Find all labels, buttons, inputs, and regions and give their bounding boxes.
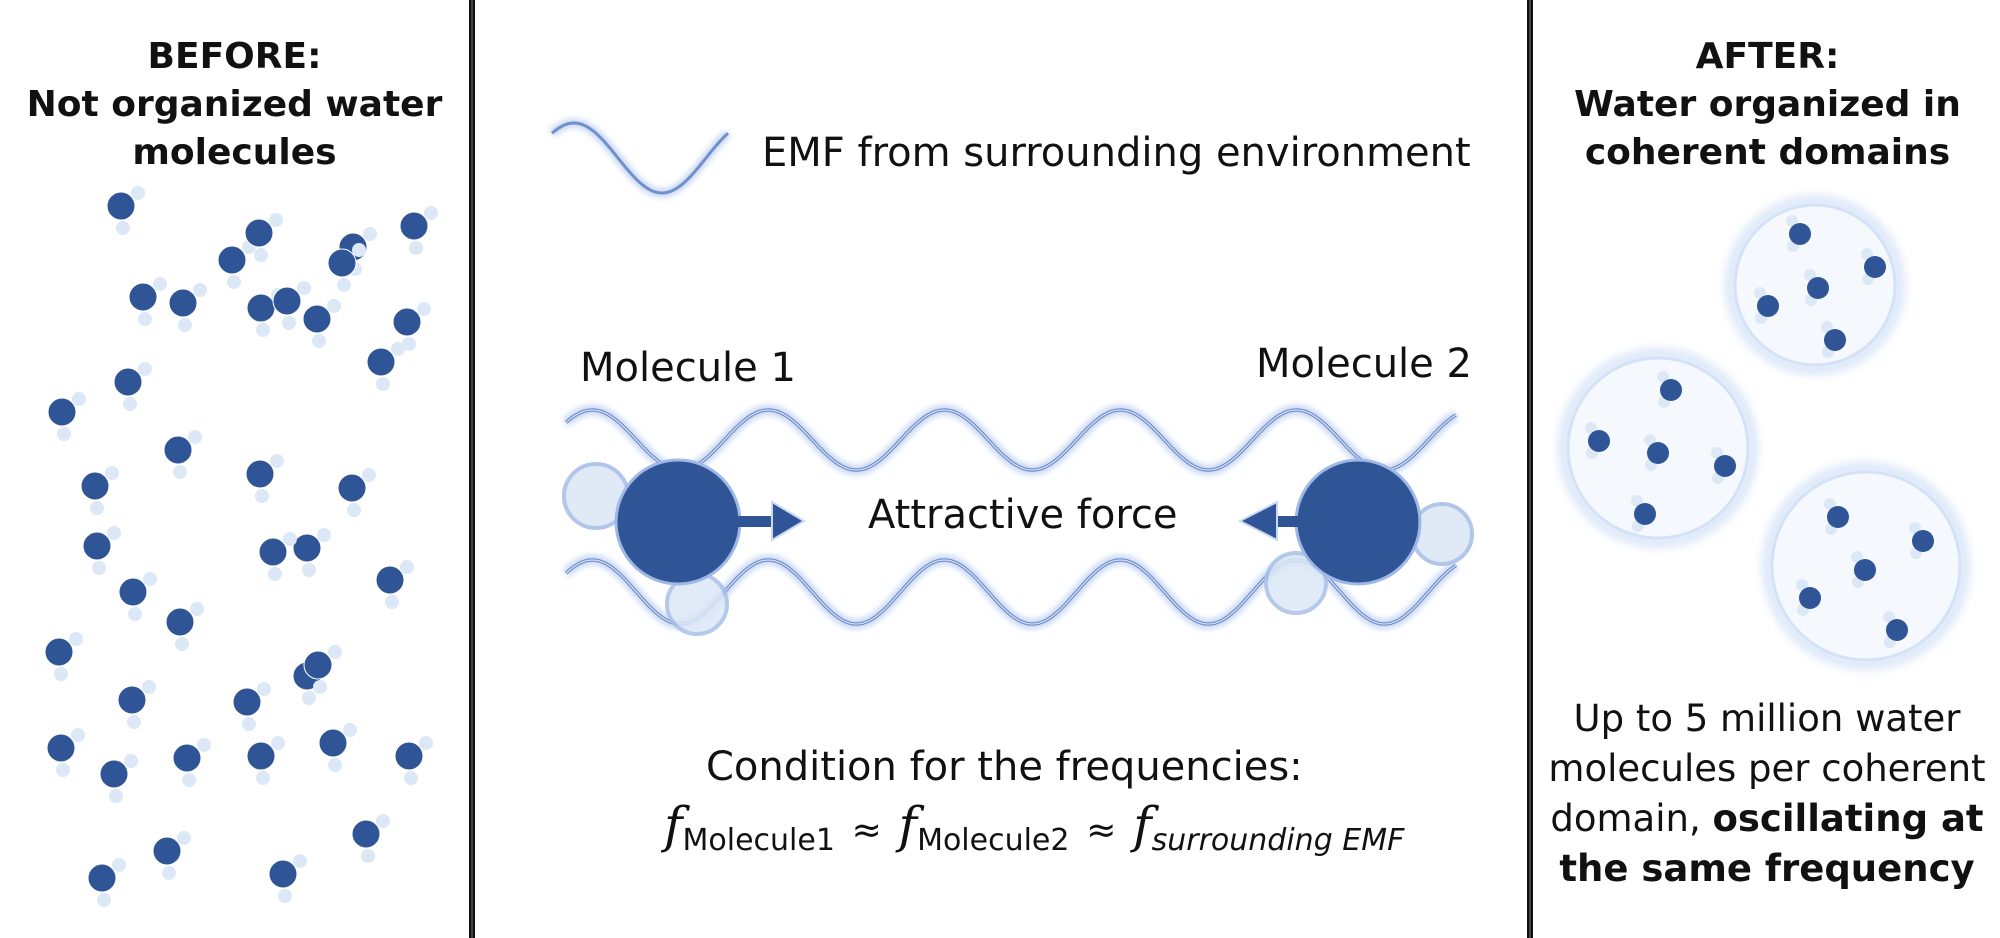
water-molecule: [118, 572, 157, 621]
water-molecule: [292, 528, 331, 577]
water-molecule: [1711, 447, 1736, 484]
formula-symbol-3: f: [1133, 796, 1152, 854]
sine-wave-icon: [548, 118, 732, 198]
formula-sub-molecule2: Molecule2: [917, 823, 1070, 858]
caption-line3: domain, oscillating at: [1537, 794, 1997, 844]
frequency-condition-label: Condition for the frequencies:: [706, 744, 1303, 790]
coherent-domain: [1763, 463, 1969, 669]
caption-line1: Up to 5 million water: [1573, 697, 1961, 740]
water-molecule: [1821, 321, 1846, 358]
before-panel-title: BEFORE: Not organized water molecules: [0, 33, 469, 177]
water-molecule: [303, 645, 342, 694]
water-molecule: [351, 814, 390, 863]
water-molecule: [246, 288, 285, 337]
water-molecule: [128, 277, 167, 326]
water-molecule: [87, 858, 126, 907]
right-panel-divider: [1527, 0, 1533, 938]
formula-sub-molecule1: Molecule1: [682, 823, 835, 858]
water-molecule: [258, 532, 297, 581]
water-molecule: [394, 736, 433, 785]
formula-approx-1: ≈: [851, 810, 882, 851]
water-molecule: [168, 283, 207, 332]
water-molecule: [152, 831, 191, 880]
water-molecule: [217, 240, 256, 289]
after-title-line3: coherent domains: [1584, 132, 1951, 173]
water-molecule: [1786, 215, 1811, 252]
coherent-domain: [1726, 196, 1904, 374]
caption-line2: molecules per coherent: [1548, 747, 1986, 790]
formula-symbol-2: f: [898, 796, 918, 854]
water-molecule: [44, 632, 83, 681]
after-title-line1: AFTER:: [1695, 36, 1840, 77]
water-molecule: [1883, 611, 1908, 648]
molecule-2-graphic: [1237, 458, 1474, 615]
formula-symbol-1: f: [664, 796, 683, 854]
water-molecule: [163, 430, 202, 479]
coherent-domain: [1559, 349, 1757, 547]
water-molecule: [246, 736, 285, 785]
water-molecule: [302, 299, 341, 348]
water-molecule: [1909, 522, 1934, 559]
water-molecule: [399, 206, 438, 255]
water-molecule: [106, 186, 145, 235]
coherent-domains-group: [1559, 196, 1969, 669]
water-molecule: [244, 213, 283, 262]
water-molecule: [232, 682, 271, 731]
water-molecule: [1754, 287, 1779, 324]
water-molecule: [272, 281, 311, 330]
after-panel-title: AFTER: Water organized in coherent domai…: [1535, 33, 2000, 177]
emf-wave-top: [562, 405, 1459, 475]
after-title-line2: Water organized in: [1574, 84, 1961, 125]
caption-line3-normal: domain,: [1550, 797, 1713, 840]
frequency-formula: fMolecule1 ≈ fMolecule2 ≈ fsurrounding E…: [664, 796, 1404, 858]
water-molecule: [80, 466, 119, 515]
molecule-1-label: Molecule 1: [580, 345, 796, 391]
water-molecule: [165, 602, 204, 651]
water-molecule: [392, 302, 431, 351]
water-molecule: [245, 454, 284, 503]
water-molecule: [1861, 248, 1886, 285]
attractive-force-label: Attractive force: [868, 492, 1178, 538]
water-molecule: [1644, 434, 1669, 471]
water-molecule: [1824, 498, 1849, 535]
before-title-line2: Not organized water: [26, 84, 443, 125]
molecule-1-graphic: [562, 458, 806, 636]
before-title-line3: molecules: [132, 132, 337, 173]
water-molecule: [375, 560, 414, 609]
water-molecule: [1851, 551, 1876, 588]
water-molecule: [1631, 495, 1656, 532]
water-molecule: [172, 738, 211, 787]
molecule-2-label: Molecule 2: [1256, 341, 1472, 387]
water-molecule: [327, 243, 366, 292]
water-molecule: [318, 723, 357, 772]
water-molecule: [1796, 579, 1821, 616]
caption-line4: the same frequency: [1537, 844, 1997, 894]
water-molecule: [82, 526, 121, 575]
water-molecule: [113, 362, 152, 411]
water-molecule: [268, 854, 307, 903]
formula-approx-2: ≈: [1086, 810, 1117, 851]
water-molecule: [1657, 371, 1682, 408]
left-panel-divider: [469, 0, 475, 938]
water-molecule: [1804, 269, 1829, 306]
water-molecule: [337, 468, 376, 517]
before-title-line1: BEFORE:: [147, 36, 322, 77]
water-molecule: [117, 680, 156, 729]
caption-line3-bold: oscillating at: [1712, 797, 1984, 840]
formula-sub-emf: surrounding EMF: [1151, 823, 1405, 858]
emf-legend-label: EMF from surrounding environment: [762, 130, 1471, 176]
water-molecule: [46, 728, 85, 777]
arrow-left-icon: [1237, 500, 1300, 542]
water-molecule: [47, 392, 86, 441]
unorganized-molecules-group: [44, 186, 438, 907]
after-caption: Up to 5 million water molecules per cohe…: [1537, 694, 1997, 894]
arrow-right-icon: [738, 500, 806, 542]
water-molecule: [366, 342, 405, 391]
caption-line4-bold: the same frequency: [1559, 847, 1975, 890]
water-molecule: [1585, 422, 1610, 459]
water-molecule: [99, 754, 138, 803]
